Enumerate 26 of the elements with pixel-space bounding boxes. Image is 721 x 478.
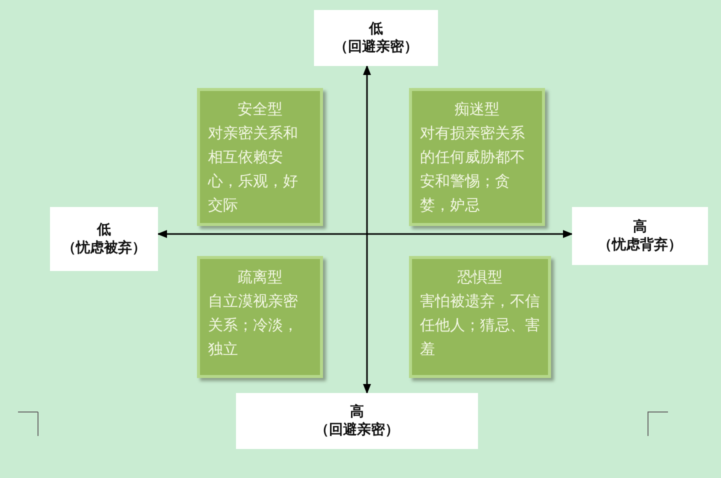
axis-label-box <box>314 10 438 66</box>
quadrant-description: 害怕被遗弃，不信任他人；猜忌、害羞 <box>420 291 540 360</box>
axis-end-label: （忧虑背弃） <box>598 236 682 254</box>
quadrant-title: 安全型 <box>236 99 284 120</box>
quadrant-title: 恐惧型 <box>456 267 504 288</box>
axis-end-label: （忧虑被弃） <box>62 239 146 257</box>
quadrant-description: 自立漠视亲密关系；冷淡，独立 <box>208 291 299 360</box>
quadrant-box <box>197 256 323 378</box>
axis-end-label: 低 <box>369 20 383 38</box>
axis-end-label: 低 <box>97 221 111 239</box>
quadrant-box <box>409 88 545 226</box>
quadrant-title: 疏离型 <box>236 267 284 288</box>
axis-label-box <box>572 207 708 265</box>
axis-end-label: （回避亲密） <box>334 38 418 56</box>
quadrant-box <box>197 88 323 226</box>
axis-arrow <box>157 230 573 238</box>
axis-end-label: 高 <box>633 218 647 236</box>
quadrant-box <box>409 256 551 378</box>
axis-end-label: （回避亲密） <box>315 421 399 439</box>
axis-end-label: 高 <box>350 403 364 421</box>
axis-label-box <box>236 393 478 449</box>
axis-label-box <box>50 207 158 271</box>
axis-arrow <box>363 65 371 394</box>
quadrant-title: 痴迷型 <box>454 99 500 120</box>
quadrant-description: 对有损亲密关系的任何威胁都不安和警惕；贪婪，妒忌 <box>420 123 526 216</box>
quadrant-description: 对亲密关系和相互依赖安心，乐观，好交际 <box>208 123 299 216</box>
